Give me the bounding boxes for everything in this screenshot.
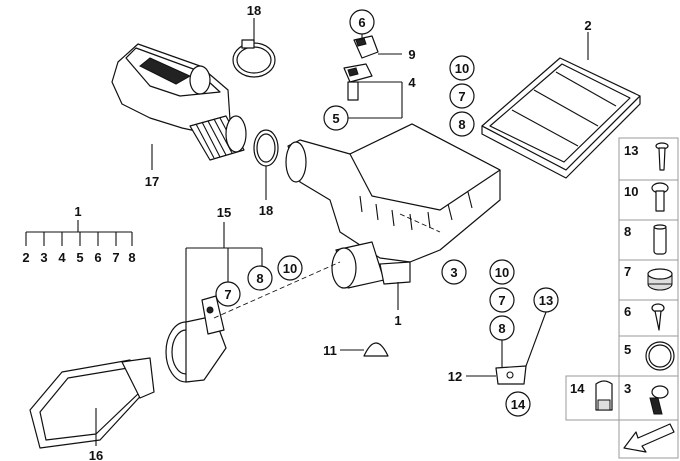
hex-bolt-icon: [651, 182, 669, 212]
callout-13-low: 13: [539, 293, 553, 308]
clip-nut-icon: [595, 380, 613, 411]
group-number: 6: [94, 250, 101, 265]
callout-8-right: 8: [458, 117, 465, 132]
arrow-icon: [623, 423, 675, 453]
callout-7-low: 7: [498, 293, 505, 308]
sensor-part: [343, 63, 373, 101]
group-number: 2: [22, 250, 29, 265]
callout-8-low: 8: [498, 321, 505, 336]
callout-16: 16: [89, 448, 103, 461]
callout-7-right: 7: [458, 89, 465, 104]
callout-5-top: 5: [332, 111, 339, 126]
callout-12: 12: [448, 369, 462, 384]
callout-10-mid: 10: [283, 261, 297, 276]
callout-3-mid: 3: [450, 265, 457, 280]
group-number: 7: [112, 250, 119, 265]
clamp-ring-top-part: [232, 39, 276, 78]
legend-6-label: 6: [624, 304, 631, 319]
callout-8-mid: 8: [256, 271, 263, 286]
callout-1-group: 1: [74, 204, 81, 219]
o-ring-icon: [645, 341, 675, 371]
spacer-sleeve-icon: [653, 224, 667, 255]
callout-4: 4: [408, 75, 416, 90]
callout-labels: 18 17 18 6 9 4 5 10 7 8 2 1 2 3 4 5 6 7 …: [22, 3, 591, 461]
hose-clamp-icon: [649, 385, 669, 415]
air-filter-housing-part: [285, 123, 501, 289]
legend-5-label: 5: [624, 342, 631, 357]
callout-1-housing: 1: [394, 313, 401, 328]
group-number: 5: [76, 250, 83, 265]
callout-9: 9: [408, 47, 415, 62]
leader-lines: [25, 18, 589, 446]
legend-3-label: 3: [624, 381, 631, 396]
callout-7-mid: 7: [224, 287, 231, 302]
group-number: 8: [128, 250, 135, 265]
callout-11: 11: [323, 343, 337, 358]
intake-snorkel-part: [111, 43, 247, 161]
self-tapping-screw-icon: [651, 303, 665, 331]
callout-2: 2: [584, 18, 591, 33]
callout-14-low: 14: [511, 397, 526, 412]
air-filter-element-part: [481, 57, 641, 179]
clamp-ring-mid-part: [253, 129, 279, 167]
air-duct-part: [29, 357, 155, 449]
sensor-cap-part: [353, 35, 379, 59]
bracket-part: [495, 365, 527, 385]
rubber-grommet-icon: [647, 268, 673, 291]
callout-10-right: 10: [455, 61, 469, 76]
push-rivet-icon: [655, 142, 669, 171]
legend-panel: 13 10 8 7 6: [565, 137, 679, 459]
callout-15: 15: [217, 205, 231, 220]
callout-6-top: 6: [358, 15, 365, 30]
legend-14-label: 14: [570, 381, 585, 396]
rubber-cap-part: [363, 342, 389, 357]
legend-13-label: 13: [624, 143, 638, 158]
legend-7-label: 7: [624, 264, 631, 279]
group-number: 3: [40, 250, 47, 265]
legend-10-label: 10: [624, 184, 638, 199]
callout-18-top: 18: [247, 3, 261, 18]
air-mass-meter-part: [165, 295, 227, 383]
callout-17: 17: [145, 174, 159, 189]
callout-10-low: 10: [495, 265, 509, 280]
callout-18-mid: 18: [259, 203, 273, 218]
legend-8-label: 8: [624, 224, 631, 239]
group-number: 4: [58, 250, 66, 265]
